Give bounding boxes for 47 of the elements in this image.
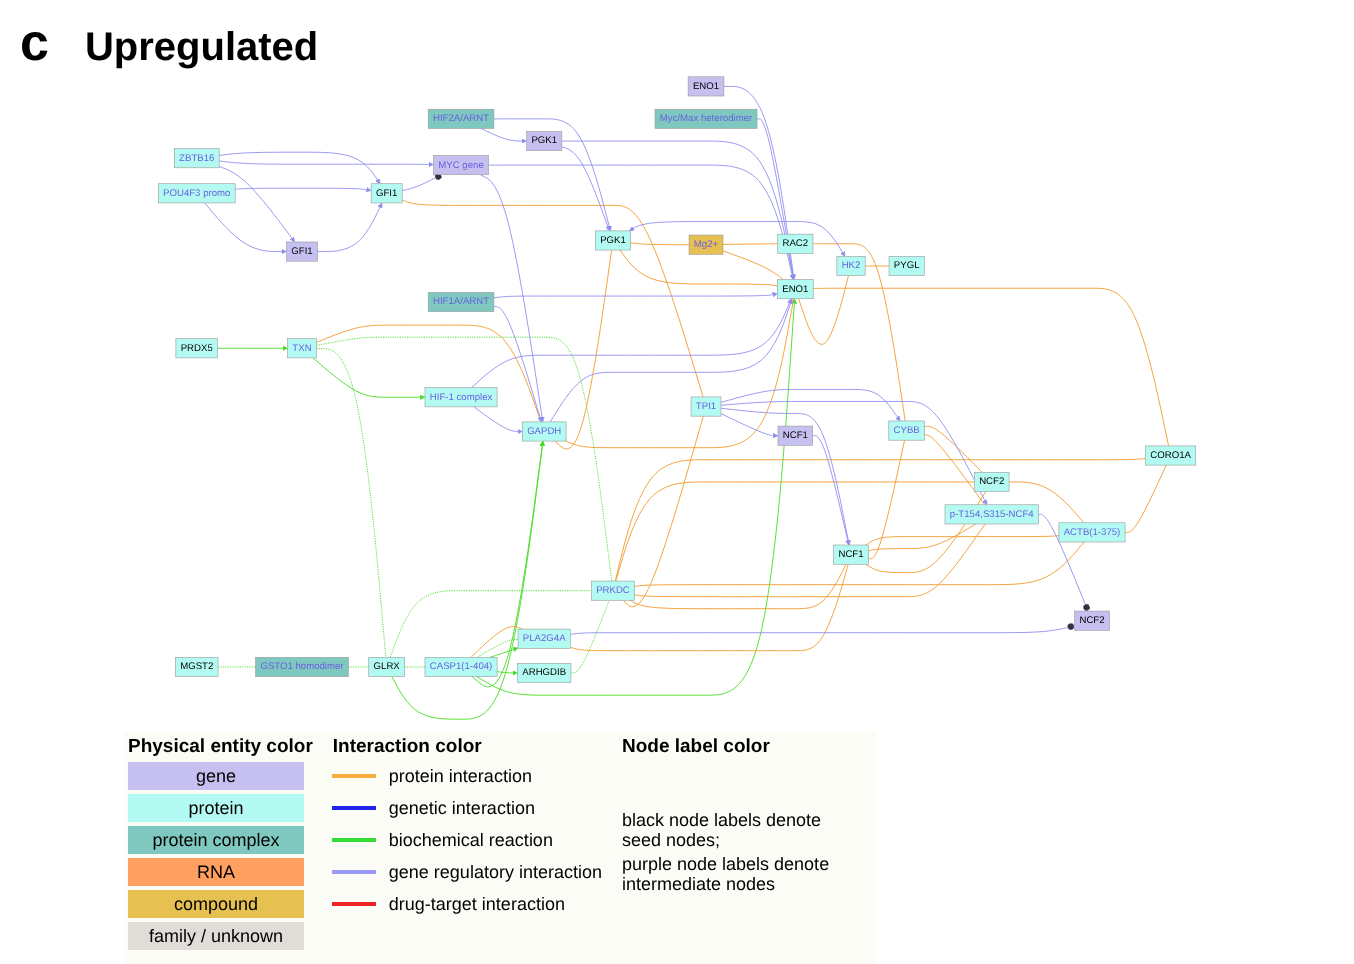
- legend-heading: Physical entity color: [128, 736, 313, 758]
- connector: [865, 535, 1060, 546]
- connector: [924, 425, 983, 473]
- legend-text: gene regulatory interaction: [388, 862, 602, 882]
- legend-text: drug-target interaction: [388, 894, 565, 914]
- connector: [629, 563, 847, 610]
- connector: [864, 265, 890, 267]
- connector: [401, 199, 704, 398]
- connector: [1008, 481, 1085, 524]
- legend-heading: Interaction color: [332, 736, 484, 758]
- legend-swatch: RNA: [128, 858, 304, 886]
- connector: [634, 523, 986, 598]
- note-text: purple node labels denote intermediate nodes: [621, 854, 832, 894]
- title: Upregulated: [84, 26, 319, 72]
- connector: [812, 243, 906, 422]
- connector: [867, 523, 977, 552]
- connector: [554, 249, 613, 450]
- connector: [722, 250, 784, 280]
- connector: [722, 243, 779, 245]
- connector: [619, 249, 778, 287]
- legend-swatch: compound: [128, 890, 304, 918]
- connector: [570, 599, 610, 674]
- connector: [798, 275, 849, 345]
- legend-swatch: family / unknown: [128, 922, 304, 950]
- connector: [634, 541, 1085, 588]
- panel-letter: c: [20, 12, 49, 74]
- legend-swatch: protein: [128, 794, 304, 822]
- connector: [315, 348, 387, 658]
- connector: [315, 324, 542, 423]
- note-text: black node labels denote seed nodes;: [621, 810, 824, 850]
- connector: [867, 439, 906, 560]
- connector: [614, 458, 1146, 582]
- legend-text: protein interaction: [388, 766, 532, 786]
- connector: [569, 563, 849, 652]
- legend-swatch: protein complex: [128, 826, 304, 854]
- connector: [630, 242, 690, 246]
- connector: [615, 481, 975, 582]
- connector: [924, 433, 986, 506]
- legend-text: genetic interaction: [388, 798, 535, 818]
- legend-swatch: gene: [128, 762, 304, 790]
- connector: [1124, 464, 1167, 533]
- connector: [622, 415, 704, 608]
- legend-text: biochemical reaction: [388, 830, 553, 850]
- legend-heading: Node label color: [621, 736, 772, 758]
- connector: [565, 298, 795, 449]
- connector: [812, 287, 1170, 447]
- connector: [315, 336, 613, 582]
